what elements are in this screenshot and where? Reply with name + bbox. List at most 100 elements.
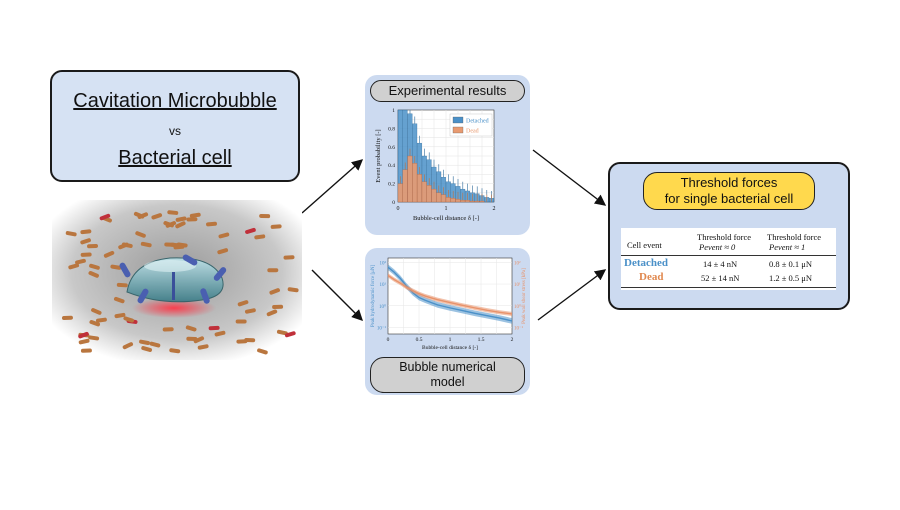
exp-y-axis-label: Event probability [-] xyxy=(375,129,382,182)
table-header-rule xyxy=(621,255,836,256)
exp-bar-dead xyxy=(397,183,403,203)
row-event-dead: Dead xyxy=(639,271,664,283)
bacterium-rod xyxy=(276,329,288,336)
header-cell-event: Cell event xyxy=(627,240,662,250)
title-line-3: Bacterial cell xyxy=(118,147,232,169)
exp-bar-dead xyxy=(441,194,446,203)
exp-y-tick-label: 0.4 xyxy=(388,163,395,169)
title-box: Cavitation Microbubble vs Bacterial cell xyxy=(50,70,300,182)
arrow-to-experiment xyxy=(301,159,364,214)
num-x-axis-label: Bubble-cell distance δ [-] xyxy=(422,345,478,351)
bacterium-rod xyxy=(89,263,100,270)
header-p-event-0: Pevent ≈ 0 xyxy=(699,242,736,252)
threshold-forces-title: Threshold forces for single bacterial ce… xyxy=(643,172,815,210)
num-y-tick-right: 10⁰ xyxy=(514,304,521,310)
exp-bar-dead xyxy=(460,200,466,203)
bacterium-rod xyxy=(118,242,129,250)
exp-legend-swatch xyxy=(452,116,464,124)
exp-bar-dead xyxy=(445,197,451,203)
bacterium-rod xyxy=(259,213,271,219)
bacterium-rod xyxy=(236,339,248,344)
row-detached-f0: 14 ± 4 nN xyxy=(703,259,738,269)
bacterium-rod xyxy=(87,243,99,249)
threshold-title-line-1: Threshold forces xyxy=(680,175,778,190)
exp-bar-dead xyxy=(421,181,427,203)
header-threshold-0: Threshold force xyxy=(697,232,752,242)
bacterium-rod xyxy=(284,331,296,338)
num-x-tick-label: 1 xyxy=(449,337,452,343)
bacterium-rod xyxy=(186,217,198,222)
bacterium-rod xyxy=(208,325,220,331)
bacterium-rod xyxy=(103,250,115,258)
num-y-tick-right: 10² xyxy=(514,260,521,266)
num-y-tick-left: 10⁻¹ xyxy=(377,325,387,331)
num-y-tick-right: 10¹ xyxy=(514,282,521,288)
experimental-results-label: Experimental results xyxy=(370,80,525,102)
exp-legend-swatch xyxy=(452,126,464,134)
num-y-tick-left: 10² xyxy=(380,260,387,266)
num-y-tick-left: 10¹ xyxy=(380,282,387,288)
row-event-detached: Detached xyxy=(624,257,668,269)
bacterium-rod xyxy=(80,348,92,353)
bacterium-rod xyxy=(95,317,107,323)
bacterium-rod xyxy=(114,312,126,319)
bacterium-rod xyxy=(80,252,92,257)
num-x-tick-label: 1.5 xyxy=(478,337,485,343)
exp-x-tick-label: 1 xyxy=(445,206,448,212)
bacterium-rod xyxy=(270,224,282,229)
exp-y-tick-label: 0.2 xyxy=(388,182,395,188)
exp-x-tick-label: 0 xyxy=(397,206,400,212)
numerical-label-line-1: Bubble numerical xyxy=(399,360,496,374)
bubble-bacteria-illustration xyxy=(52,200,302,360)
exp-bar-dead xyxy=(469,200,475,203)
exp-bar-dead xyxy=(450,198,456,203)
bacterium-rod xyxy=(245,227,256,234)
row-detached-f1: 0.8 ± 0.1 μN xyxy=(769,259,812,269)
exp-bar-dead xyxy=(402,169,408,203)
bacterium-rod xyxy=(169,348,181,354)
bacterium-rod xyxy=(266,309,278,317)
num-y-axis-label-left: Peak hydrodynamic force [μN] xyxy=(371,265,376,328)
exp-x-tick-label: 2 xyxy=(493,206,496,212)
bacterium-rod xyxy=(217,248,229,255)
bacterium-rod xyxy=(137,212,149,219)
num-y-tick-left: 10⁰ xyxy=(379,304,386,310)
bacterium-rod xyxy=(80,229,92,235)
arrow-to-model xyxy=(311,269,363,321)
exp-y-tick-label: 1 xyxy=(392,108,395,114)
bacterium-rod xyxy=(185,325,197,332)
bacterium-rod xyxy=(193,336,205,344)
exp-y-tick-label: 0.6 xyxy=(388,145,395,151)
num-y-tick-right: 10⁻¹ xyxy=(514,325,524,331)
title-line-2: vs xyxy=(169,124,181,138)
threshold-title-line-2: for single bacterial cell xyxy=(664,191,794,206)
bacterium-rod xyxy=(175,221,186,229)
exp-bar-dead xyxy=(479,200,485,203)
bacterium-rod xyxy=(122,342,134,350)
bacterium-rod xyxy=(88,335,100,341)
bacterium-rod xyxy=(123,316,135,323)
exp-legend-label: Detached xyxy=(466,119,489,125)
arrow-exp-to-result xyxy=(532,149,607,206)
exp-x-axis-label: Bubble-cell distance δ [-] xyxy=(413,215,479,222)
bacterium-rod xyxy=(91,308,102,315)
arrow-model-to-result xyxy=(537,269,607,321)
bacterium-rod xyxy=(267,268,279,273)
bacterium-rod xyxy=(206,221,218,227)
bacterium-rod xyxy=(189,212,201,218)
exp-bar-dead xyxy=(436,192,442,203)
bacterium-rod xyxy=(151,213,163,220)
exp-bar-dead xyxy=(474,200,480,203)
exp-y-tick-label: 0.8 xyxy=(388,126,395,132)
bacterium-rod xyxy=(257,348,268,355)
exp-bar-dead xyxy=(455,199,461,203)
bacterium-rod xyxy=(141,346,153,352)
bacterium-rod xyxy=(272,304,284,310)
header-threshold-1: Threshold force xyxy=(767,232,822,242)
bacterium-rod xyxy=(135,231,146,238)
title-line-1: Cavitation Microbubble xyxy=(73,90,277,112)
exp-bar-dead xyxy=(431,188,437,203)
